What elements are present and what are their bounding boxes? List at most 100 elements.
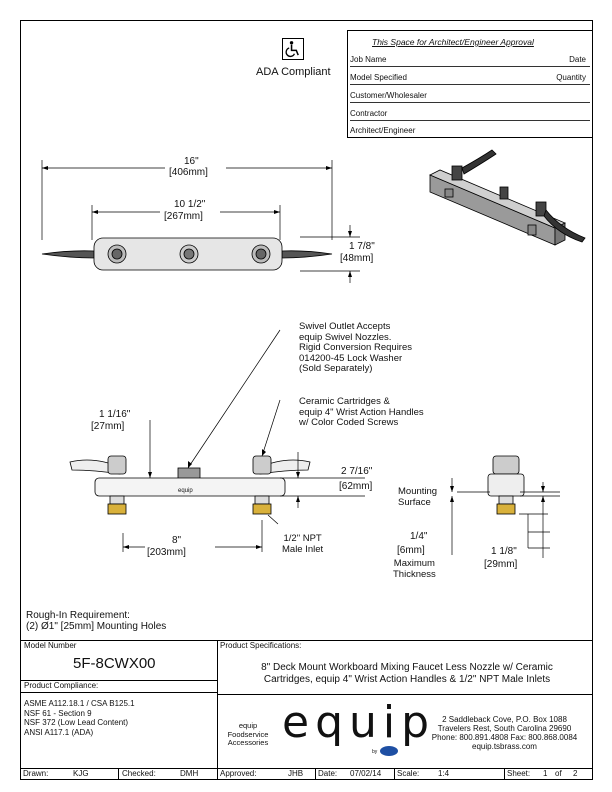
ada-label: ADA Compliant <box>256 66 331 78</box>
scale-value: 1:4 <box>438 769 450 778</box>
approval-row[interactable]: Job Name Date <box>350 55 590 67</box>
body-mark: equip <box>178 488 193 494</box>
address-line: Phone: 800.891.4808 Fax: 800.868.0084 <box>431 733 578 742</box>
checked-label: Checked: <box>122 769 156 778</box>
product-specs: 8" Deck Mount Workboard Mixing Faucet Le… <box>222 662 592 686</box>
approval-field-label: Customer/Wholesaler <box>350 91 427 100</box>
overall-width-mm: [406mm] <box>169 167 208 178</box>
sheet-value: 1 <box>543 769 548 778</box>
model-number: 5F-8CWX00 <box>73 655 156 672</box>
tagline-line: Accessories <box>227 738 269 747</box>
footer-row: Drawn: KJG Checked: DMH Approved: JHB Da… <box>20 768 593 780</box>
product-compliance-label: Product Compliance: <box>24 681 99 690</box>
tsbrass-logo-icon <box>380 746 398 756</box>
inlet-note: 1/2" NPT Male Inlet <box>282 533 324 555</box>
note-line: w/ Color Coded Screws <box>299 417 399 428</box>
centers-mm: [267mm] <box>164 211 203 222</box>
company-address: 2 Saddleback Cove, P.O. Box 1088 Travele… <box>417 715 592 751</box>
note-line: Ceramic Cartridges & <box>299 396 390 407</box>
compliance-rule <box>20 680 217 681</box>
compliance-list: ASME A112.18.1 / CSA B125.1 NSF 61 - Sec… <box>24 699 135 737</box>
address-line: equip.tsbrass.com <box>472 742 537 751</box>
date-value: 07/02/14 <box>350 769 382 778</box>
approval-title: This Space for Architect/Engineer Approv… <box>372 37 534 47</box>
depth-mm: [48mm] <box>340 253 374 264</box>
note-line: equip 4" Wrist Action Handles <box>299 406 424 418</box>
note-line: Rigid Conversion Requires <box>299 342 412 353</box>
footer-divider <box>315 768 316 780</box>
equip-logo: equip <box>282 697 436 748</box>
scale-label: Scale: <box>397 769 420 778</box>
compliance-item: ANSI A117.1 (ADA) <box>24 727 94 737</box>
approval-row[interactable]: Architect/Engineer <box>350 126 590 137</box>
cartridge-note: Ceramic Cartridges & equip 4" Wrist Acti… <box>299 396 424 429</box>
sheet-of: of <box>555 769 562 778</box>
footer-divider <box>118 768 119 780</box>
note-line: 1/2" NPT <box>283 533 322 544</box>
checked-value: DMH <box>180 769 199 778</box>
drawing-frame <box>20 20 593 780</box>
approval-field-label: Architect/Engineer <box>350 126 416 135</box>
date-label: Date: <box>318 769 338 778</box>
logo-by: by <box>372 749 378 755</box>
label-line: Mounting <box>398 486 438 497</box>
compliance-item: ASME A112.18.1 / CSA B125.1 <box>24 699 135 708</box>
approval-row[interactable]: Customer/Wholesaler <box>350 91 590 103</box>
product-specs-label: Product Specifications: <box>220 641 302 650</box>
ada-wheelchair-icon <box>282 38 304 60</box>
thickness-mm: [6mm] <box>397 545 425 556</box>
approved-label: Approved: <box>220 769 257 778</box>
approval-field-label: Contractor <box>350 109 388 118</box>
tagline-line: Foodservice <box>227 729 269 739</box>
thickness-label: Maximum Thickness <box>393 558 436 580</box>
sheet-label: Sheet: <box>507 769 531 778</box>
approved-value: JHB <box>288 769 304 778</box>
title-block-top-rule <box>20 640 593 641</box>
body-height-mm: [62mm] <box>339 481 373 492</box>
label-line: Thickness <box>393 569 436 580</box>
overall-width-dim: 16" <box>184 156 199 167</box>
sheet-total: 2 <box>573 769 578 778</box>
spacing-dim: 8" <box>172 535 182 546</box>
address-line: Travelers Rest, South Carolina 29690 <box>437 724 572 733</box>
footer-divider <box>504 768 505 780</box>
approval-field-label: Model Specified <box>350 73 407 82</box>
swivel-outlet-note: Swivel Outlet Accepts equip Swivel Nozzl… <box>299 321 412 375</box>
spec-line: 8" Deck Mount Workboard Mixing Faucet Le… <box>261 662 553 673</box>
drawn-label: Drawn: <box>23 769 49 778</box>
approval-row[interactable]: Contractor <box>350 109 590 121</box>
title-block-divider <box>217 640 218 768</box>
model-number-label: Model Number <box>24 641 77 650</box>
compliance-label-rule <box>20 692 217 693</box>
approval-field-label: Quantity <box>556 73 586 82</box>
note-line: (2) Ø1" [25mm] Mounting Holes <box>26 621 167 632</box>
label-line: Surface <box>398 496 431 508</box>
label-line: Maximum <box>393 558 435 569</box>
address-line: 2 Saddleback Cove, P.O. Box 1088 <box>442 715 567 724</box>
tagline-line: equip <box>238 721 258 730</box>
specs-rule <box>217 694 593 695</box>
spacing-mm: [203mm] <box>147 547 186 558</box>
compliance-item: NSF 372 (Low Lead Content) <box>24 718 129 727</box>
spec-line: Cartridges, equip 4" Wrist Action Handle… <box>263 674 551 685</box>
handle-height-mm: [27mm] <box>91 421 125 432</box>
approval-field-label: Date <box>569 55 586 64</box>
handle-height-dim: 1 1/16" <box>99 409 131 420</box>
shank-mm: [29mm] <box>484 559 518 570</box>
depth-dim: 1 7/8" <box>349 241 375 252</box>
note-line: equip Swivel Nozzles. <box>299 331 392 343</box>
footer-divider <box>217 768 218 780</box>
footer-rule <box>20 768 593 769</box>
note-line: (Sold Separately) <box>299 363 373 374</box>
approval-box <box>347 30 593 138</box>
technical-drawing <box>41 149 586 558</box>
note-line: Male Inlet <box>282 543 324 555</box>
footer-divider <box>394 768 395 780</box>
body-height-dim: 2 7/16" <box>341 466 373 477</box>
note-line: 014200-45 Lock Washer <box>299 352 403 364</box>
brand-tagline: equip Foodservice Accessories <box>227 721 269 748</box>
drawn-value: KJG <box>73 769 89 778</box>
approval-row[interactable]: Model Specified Quantity <box>350 73 590 85</box>
approval-field-label: Job Name <box>350 55 387 64</box>
note-line: Swivel Outlet Accepts <box>299 321 391 332</box>
